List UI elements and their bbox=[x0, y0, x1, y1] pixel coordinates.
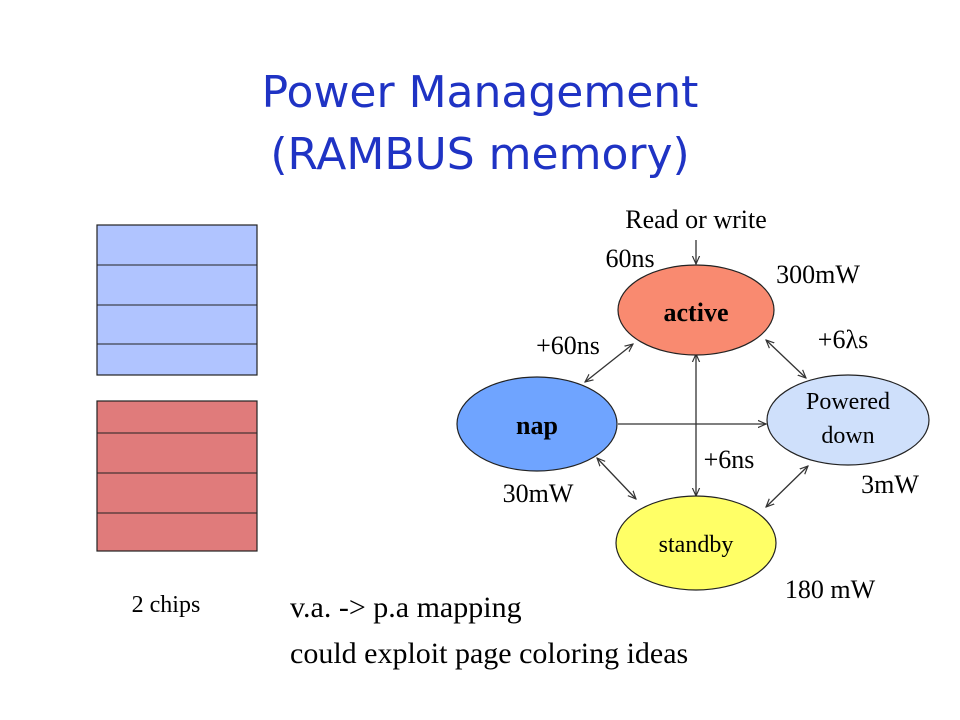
chips-label: 2 chips bbox=[132, 592, 201, 618]
chip-bottom-body bbox=[96, 400, 258, 552]
nap-active-arrow bbox=[585, 344, 633, 382]
active-power-label: 300mW bbox=[776, 260, 860, 289]
memory-chip-bottom bbox=[96, 400, 258, 552]
state-active-shape bbox=[617, 264, 775, 356]
read-or-write-label: Read or write bbox=[625, 205, 767, 234]
nap-to-active-latency-label: +60ns bbox=[536, 331, 600, 360]
state-active-label: active bbox=[664, 298, 729, 327]
standby-power-label: 180 mW bbox=[785, 575, 876, 604]
active-powered-arrow bbox=[766, 340, 806, 378]
note-page-coloring: could exploit page coloring ideas bbox=[290, 637, 688, 670]
state-nap-shape bbox=[456, 376, 618, 472]
state-standby: standby bbox=[615, 495, 777, 591]
standby-to-active-latency-label: +6ns bbox=[704, 445, 755, 474]
powered-standby-arrow bbox=[766, 466, 808, 507]
state-nap-label: nap bbox=[516, 411, 558, 440]
active-latency-label: 60ns bbox=[605, 244, 654, 273]
state-powered-down-label-line2: down bbox=[821, 423, 874, 449]
state-powered-down: Powered down bbox=[766, 374, 930, 466]
nap-power-label: 30mW bbox=[503, 479, 574, 508]
nap-standby-arrow bbox=[597, 458, 636, 499]
state-standby-label: standby bbox=[659, 532, 734, 558]
state-active: active bbox=[617, 264, 775, 356]
note-mapping: v.a. -> p.a mapping bbox=[290, 591, 522, 624]
state-nap: nap bbox=[456, 376, 618, 472]
title-line-2: (RAMBUS memory) bbox=[270, 129, 690, 180]
state-powered-down-shape bbox=[766, 374, 930, 466]
chip-top-body bbox=[96, 224, 258, 376]
memory-chip-top bbox=[96, 224, 258, 376]
powered-to-active-latency-label: +6λs bbox=[818, 325, 868, 354]
state-powered-down-label-line1: Powered bbox=[806, 389, 890, 415]
powered-power-label: 3mW bbox=[861, 470, 919, 499]
title-line-1: Power Management bbox=[261, 67, 699, 118]
state-standby-shape bbox=[615, 495, 777, 591]
slide-title: Power Management (RAMBUS memory) bbox=[0, 62, 960, 186]
